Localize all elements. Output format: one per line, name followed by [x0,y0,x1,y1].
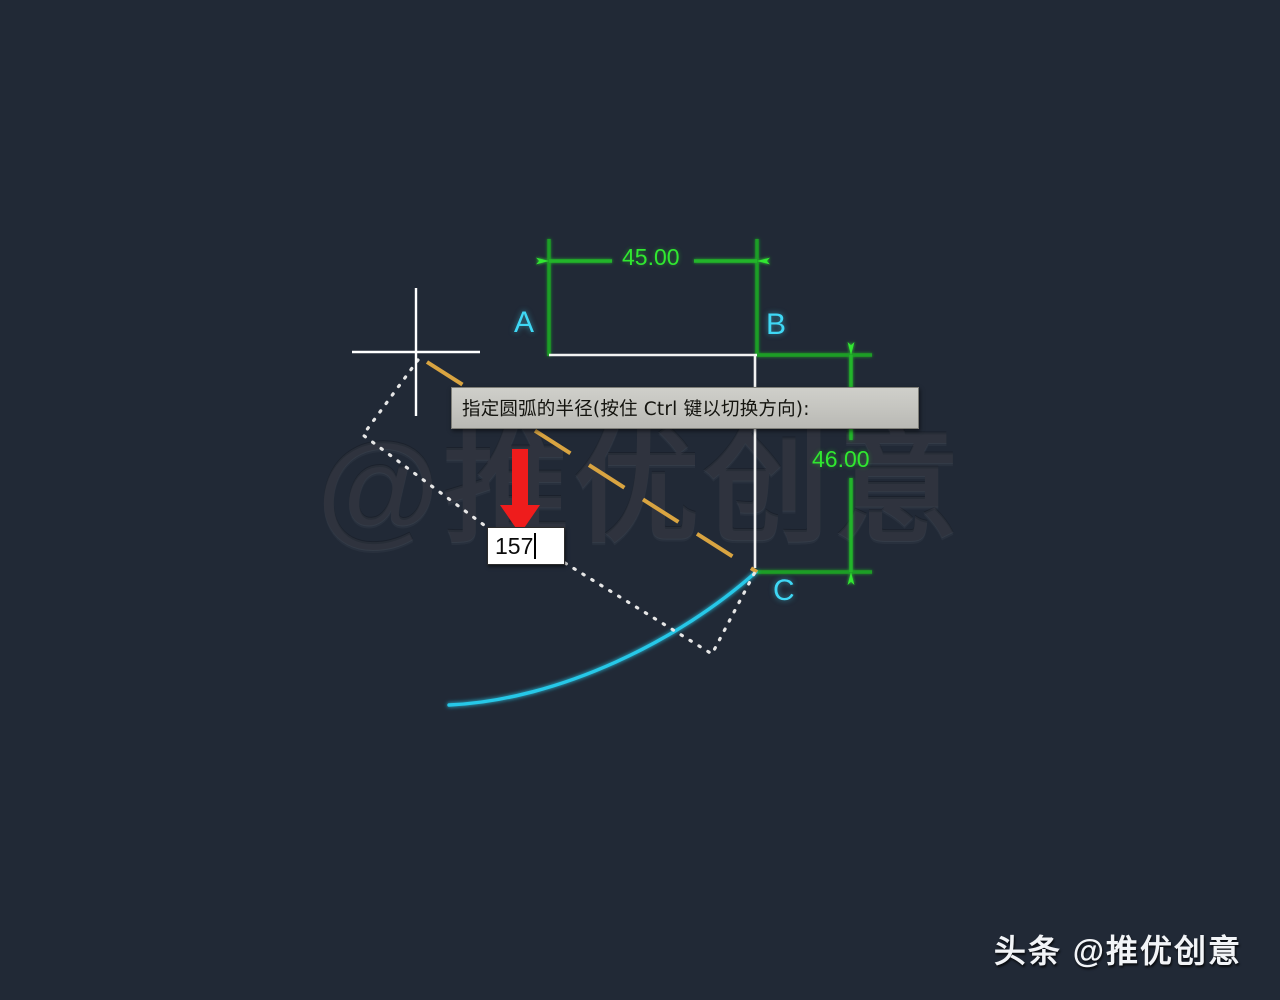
dimension-label-vertical: 46.00 [812,446,870,472]
dynamic-prompt-tooltip: 指定圆弧的半径(按住 Ctrl 键以切换方向): [451,387,919,429]
point-label-c: C [773,574,795,607]
red-annotation-arrow [500,449,540,534]
dimension-horizontal-45 [536,239,770,356]
text-caret [534,533,536,559]
crosshair-cursor [352,288,480,416]
tracking-polyline [360,358,757,657]
point-label-b: B [766,308,787,341]
channel-watermark: 头条 @推优创意 [994,926,1242,972]
channel-handle: @推优创意 [1072,933,1242,969]
preview-arc [447,570,758,707]
dimension-label-horizontal: 45.00 [622,244,680,270]
radius-input-field[interactable]: 157 [487,527,565,565]
channel-prefix: 头条 [993,933,1062,969]
dynamic-prompt-text: 指定圆弧的半径(按住 Ctrl 键以切换方向): [462,399,810,420]
radius-input-value: 157 [495,532,534,559]
point-label-a: A [514,306,535,339]
